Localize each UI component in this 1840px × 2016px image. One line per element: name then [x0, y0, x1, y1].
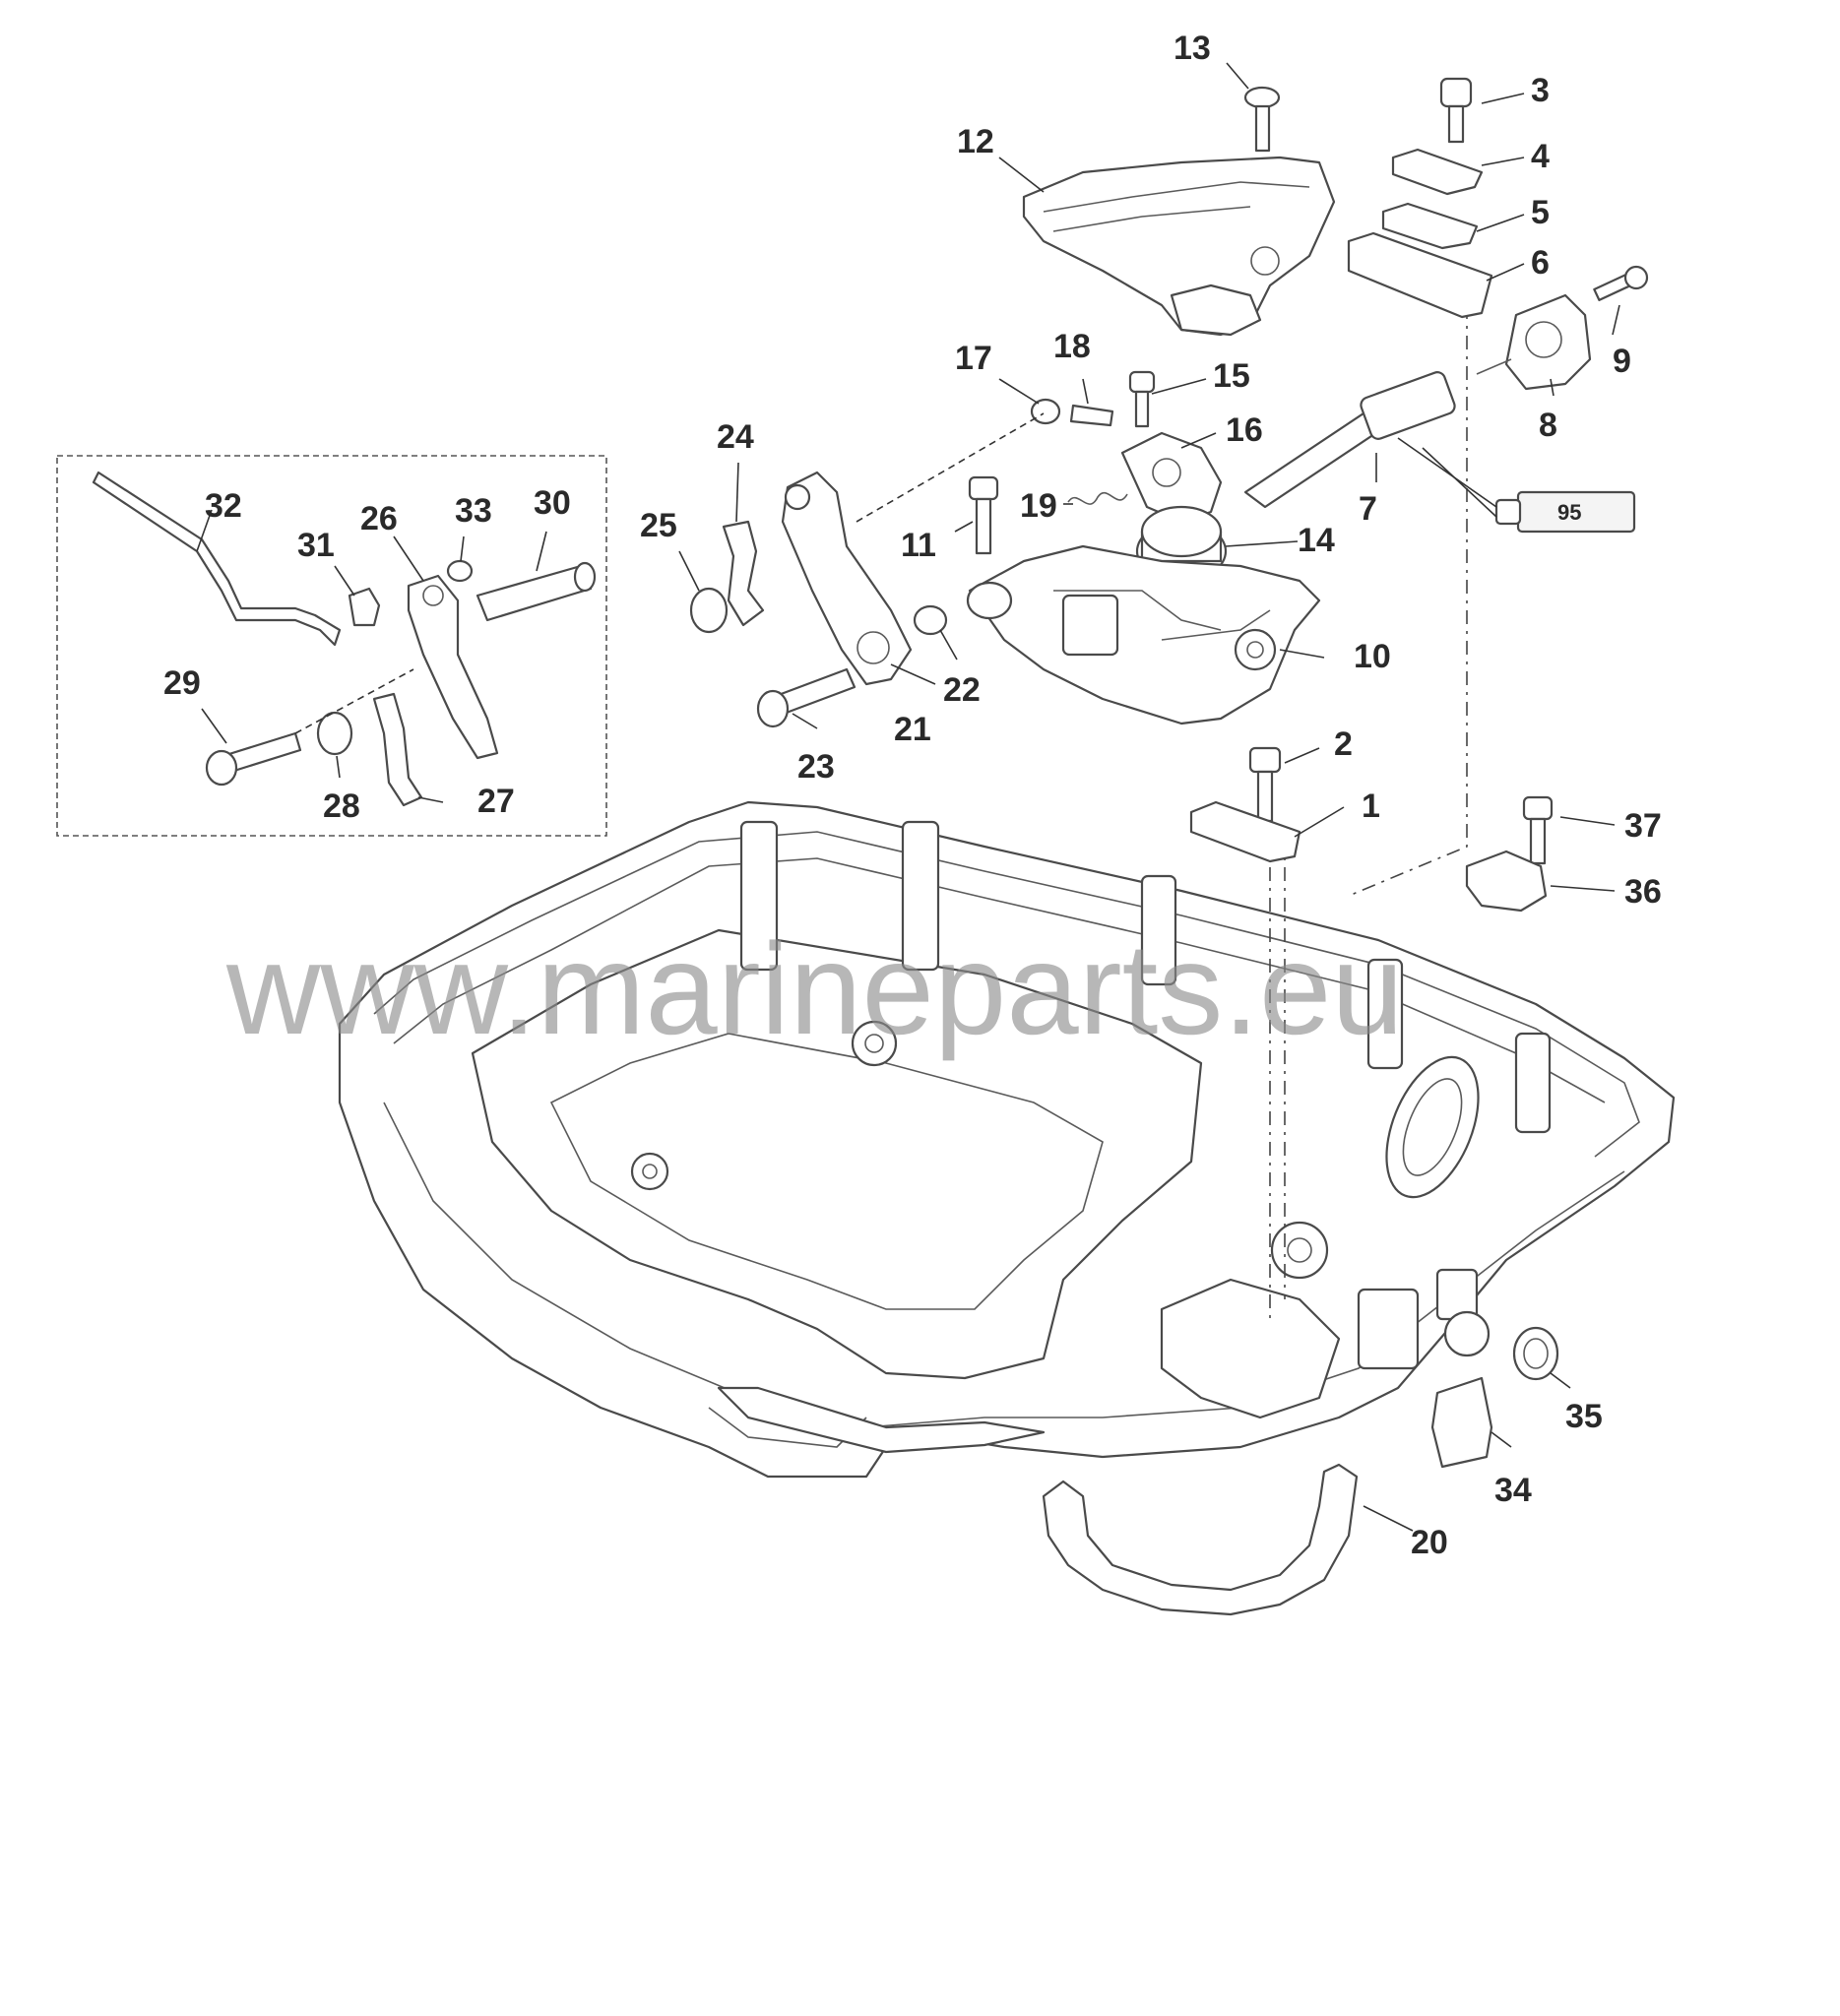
- part-30-grip: [476, 561, 597, 622]
- callout-5: 5: [1531, 194, 1550, 231]
- callout-23: 23: [797, 748, 835, 786]
- callout-6: 6: [1531, 244, 1550, 282]
- part-19-spring: [1067, 491, 1128, 505]
- part-27-link: [372, 692, 423, 807]
- part-9-screw: [1593, 265, 1649, 301]
- part-20-lower-bracket: [1042, 1463, 1359, 1616]
- callout-16: 16: [1226, 411, 1263, 449]
- part-22-bushing: [913, 604, 948, 636]
- callout-37: 37: [1624, 807, 1662, 845]
- part-11-bolt: [968, 475, 999, 555]
- callout-29: 29: [163, 664, 201, 702]
- callout-12: 12: [957, 123, 994, 160]
- callout-24: 24: [717, 418, 754, 456]
- part-29-bolt: [205, 731, 302, 787]
- part-7-shaft: [1243, 371, 1456, 509]
- inset-frame: [56, 455, 607, 837]
- callout-33: 33: [455, 492, 492, 530]
- part-4-plate: [1391, 148, 1484, 196]
- part-1-plate: [1189, 800, 1301, 863]
- callout-34: 34: [1494, 1472, 1532, 1509]
- part-32-rod: [92, 471, 342, 647]
- part-5-plate: [1381, 202, 1479, 250]
- part-8-pivot: [1476, 293, 1592, 391]
- part-21-throttle-lever: [781, 471, 913, 686]
- part-6-plate: [1347, 231, 1493, 319]
- callout-8: 8: [1539, 407, 1557, 444]
- callout-3: 3: [1531, 72, 1550, 109]
- part-26-lever: [407, 574, 499, 760]
- callout-27: 27: [477, 783, 515, 820]
- callout-30: 30: [534, 484, 571, 522]
- part-15-screw: [1128, 370, 1156, 428]
- callout-22: 22: [943, 671, 981, 709]
- part-10-steering-bracket: [966, 544, 1321, 725]
- callout-9: 9: [1613, 343, 1631, 380]
- part-28-grommet: [316, 711, 353, 756]
- callout-2: 2: [1334, 725, 1353, 763]
- bottom-cowl: [338, 800, 1676, 1479]
- watermark: www.marineparts.eu: [225, 916, 1404, 1061]
- part-25-grommet: [689, 587, 729, 634]
- callout-labels: 1 2 3 4 5 6 7 8 9 10 11 12 13 14 15 16 1…: [163, 30, 1662, 1561]
- callout-35: 35: [1565, 1398, 1603, 1435]
- callout-17: 17: [955, 340, 992, 377]
- part-31-clip: [348, 587, 381, 627]
- part-12-cover-bracket: [1022, 156, 1336, 337]
- part-24-clip: [722, 520, 765, 627]
- part-16-throttle-arm: [1120, 431, 1223, 524]
- callout-36: 36: [1624, 873, 1662, 911]
- callout-25: 25: [640, 507, 677, 544]
- callout-26: 26: [360, 500, 398, 537]
- part-17-clip: [1030, 398, 1061, 425]
- leader-lines: [196, 62, 1620, 1532]
- callout-20: 20: [1411, 1524, 1448, 1561]
- part-33-nut: [446, 559, 474, 583]
- callout-14: 14: [1298, 522, 1335, 559]
- callout-13: 13: [1174, 30, 1211, 67]
- callout-11: 11: [901, 527, 936, 564]
- callout-31: 31: [297, 527, 335, 564]
- part-35-plug: [1512, 1326, 1559, 1381]
- callout-7: 7: [1359, 490, 1377, 528]
- callout-32: 32: [205, 487, 242, 525]
- lubricant-tube-label: 95: [1557, 500, 1581, 525]
- callout-19: 19: [1020, 487, 1057, 525]
- part-34-grommet: [1430, 1376, 1493, 1469]
- part-13-screw: [1243, 86, 1281, 153]
- part-2-bolt: [1248, 746, 1282, 823]
- callout-1: 1: [1362, 788, 1380, 825]
- callout-15: 15: [1213, 357, 1250, 395]
- part-18-link: [1069, 404, 1114, 427]
- callout-18: 18: [1053, 328, 1091, 365]
- part-37-bolt: [1522, 795, 1554, 865]
- callout-4: 4: [1531, 138, 1550, 175]
- lubricant-tube-95: 95: [1397, 437, 1636, 534]
- part-23-bolt: [756, 667, 857, 728]
- callout-21: 21: [894, 711, 931, 748]
- callout-10: 10: [1354, 638, 1391, 675]
- part-3-bolt: [1439, 77, 1473, 144]
- callout-28: 28: [323, 788, 360, 825]
- part-36-clamp: [1465, 850, 1548, 913]
